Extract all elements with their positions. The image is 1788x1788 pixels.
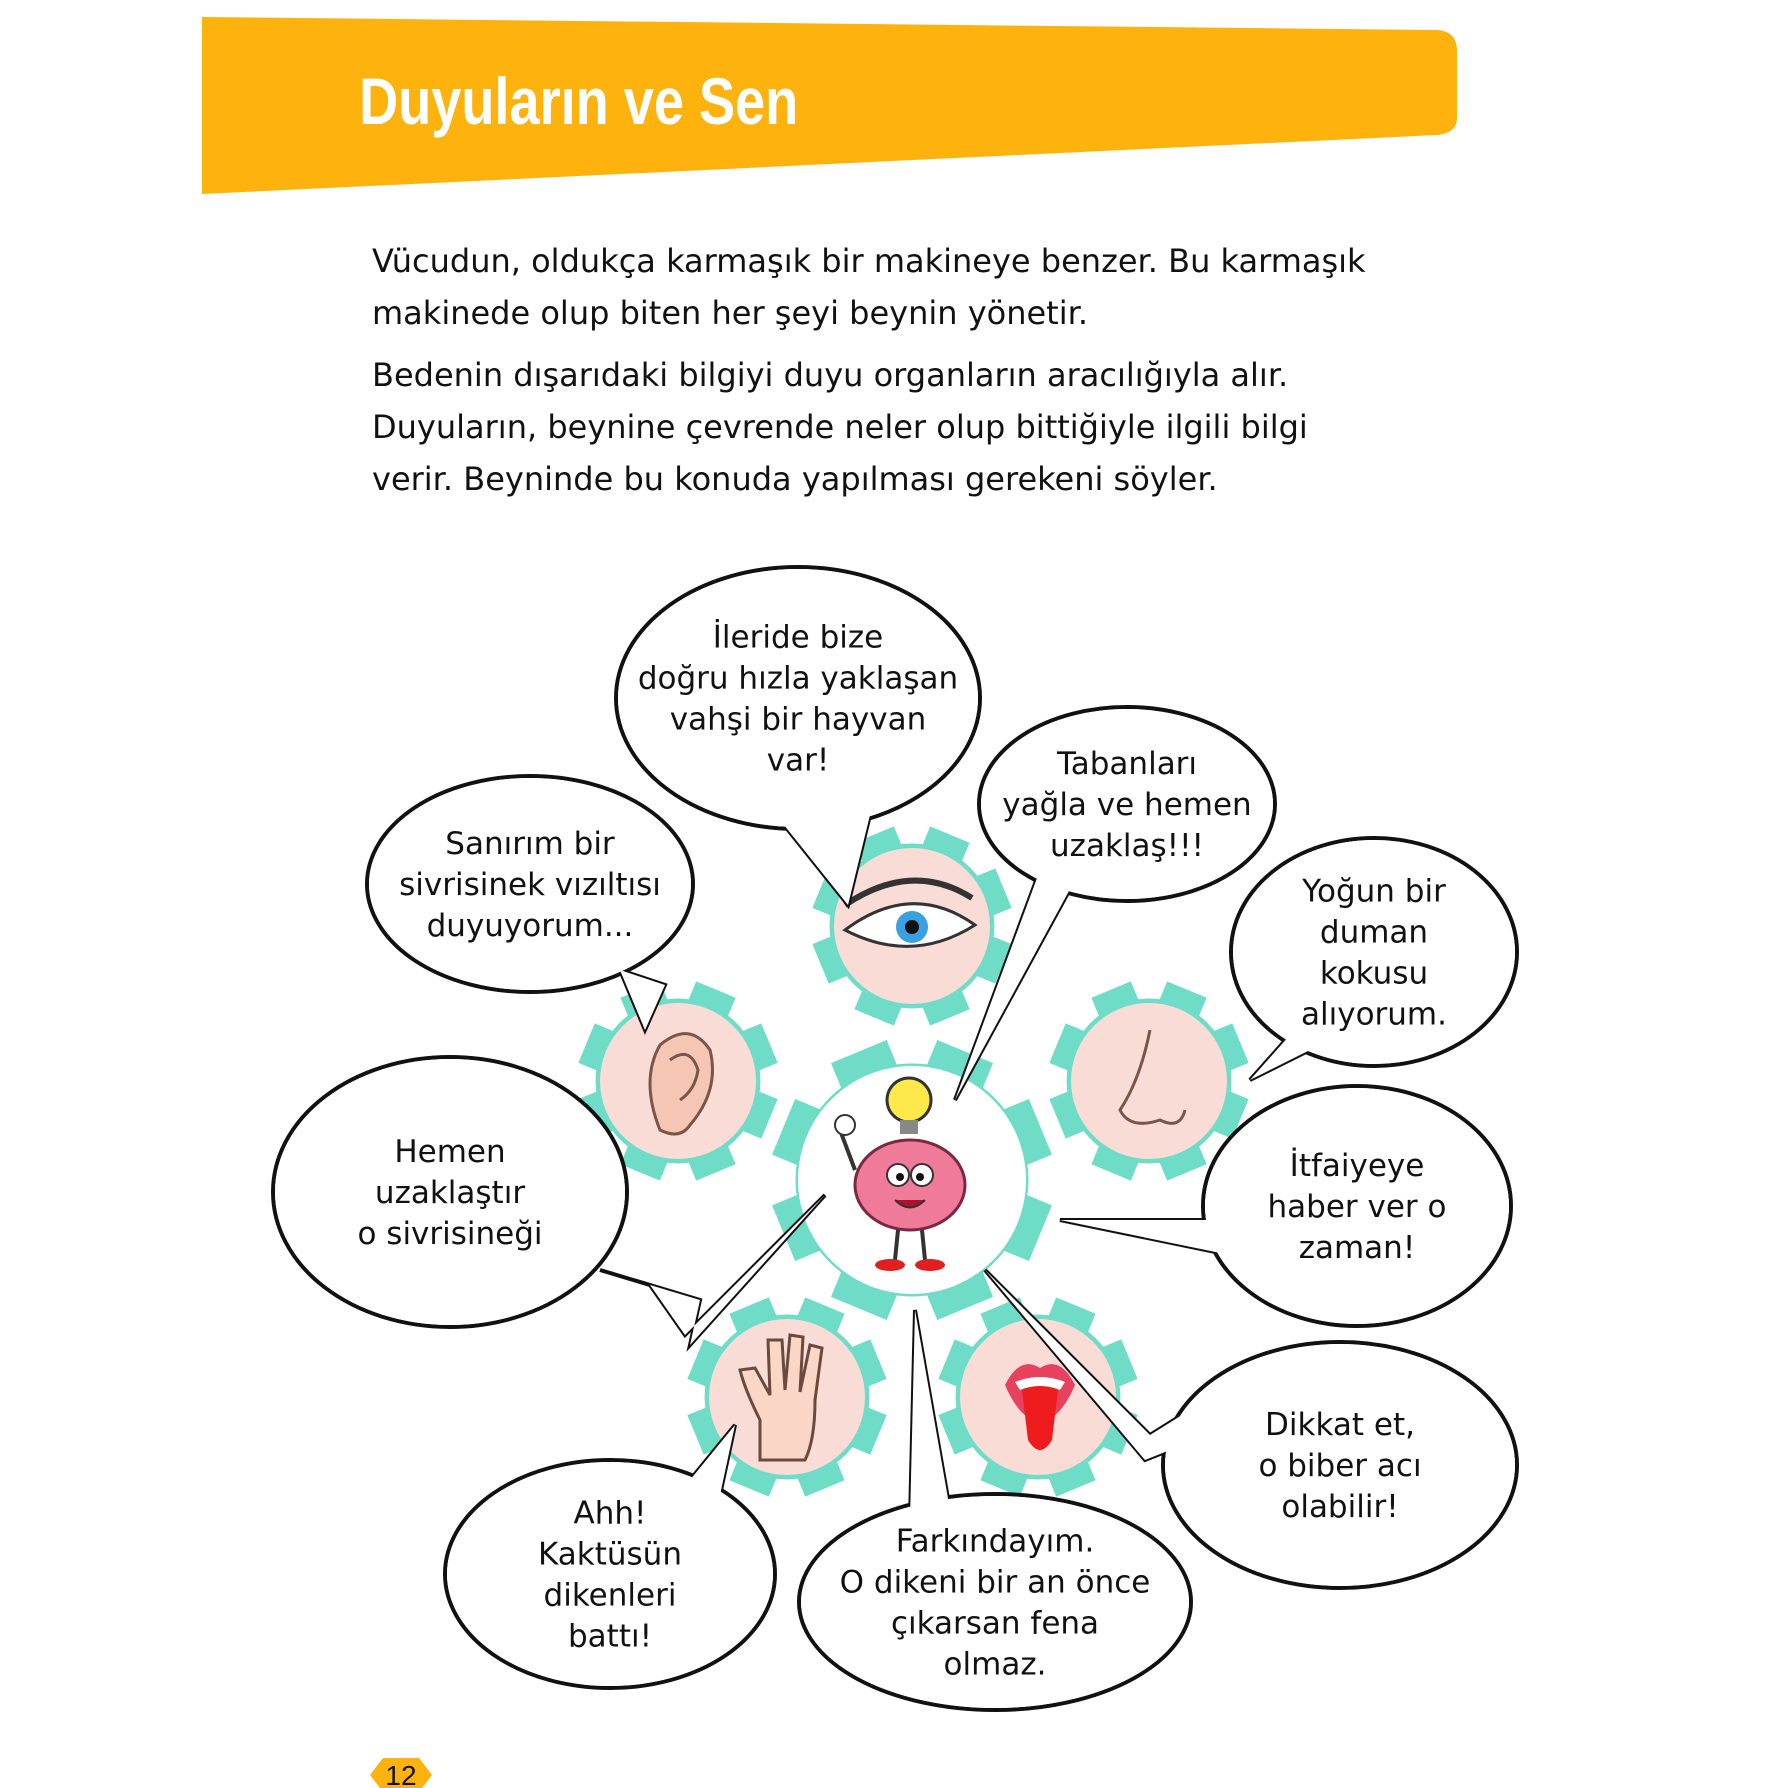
bubble-text: duman (1320, 915, 1428, 951)
bubble-text: var! (767, 743, 830, 779)
speech-bubble: Farkındayım. O dikeni bir an önce çıkarsan… (797, 1309, 1193, 1712)
speech-bubble: Yoğun bir duman kokusu alıyorum. (1229, 836, 1519, 1082)
bubble-tail-fill (910, 1310, 950, 1520)
page-number-badge: 12 (370, 1758, 432, 1788)
bubble-tail-fill (600, 1195, 825, 1345)
intro-line: Duyuların, beynine çevrende neler olup b… (372, 408, 1308, 446)
brain-icon (834, 1076, 967, 1271)
speech-bubble: İleride bize doğru hızla yaklaşan vahşi bi… (614, 565, 982, 910)
page-title: Duyuların ve Sen (359, 64, 798, 138)
speech-bubble: Hemen uzaklaştır o sivrisineği (271, 1055, 827, 1352)
bubble-text: olabilir! (1281, 1489, 1398, 1525)
bubble-tail-fill (955, 870, 1075, 1100)
speech-bubble: Sanırım bir sivrisinek vızıltısı duyuyorum… (365, 774, 695, 1036)
bubble-text: zaman! (1299, 1230, 1416, 1266)
intro-line: verir. Beyninde bu konuda yapılması gere… (372, 460, 1218, 498)
bubble-text: Farkındayım. (896, 1524, 1095, 1560)
bubble-text: vahşi bir hayvan (670, 702, 926, 738)
bubble-text: kokusu (1320, 956, 1428, 992)
bubble-text: Yoğun bir (1301, 874, 1446, 910)
bubble-text: duyuyorum... (427, 908, 634, 944)
bubble-text: o biber acı (1258, 1448, 1421, 1484)
intro-line: Vücudun, oldukça karmaşık bir makineye b… (372, 242, 1366, 280)
bubble-text: doğru hızla yaklaşan (638, 661, 958, 697)
bubble-text: o sivrisineği (357, 1216, 542, 1252)
ear-icon (648, 1032, 714, 1136)
bubble-text: çıkarsan fena (891, 1606, 1099, 1642)
bubble-text: İleride bize (713, 620, 883, 656)
intro-line: makinede olup biten her şeyi beynin yöne… (372, 294, 1088, 332)
bubble-text: Sanırım bir (445, 826, 615, 862)
intro-paragraph: Vücudun, oldukça karmaşık bir makineye b… (372, 242, 1366, 498)
bubble-text: yağla ve hemen (1002, 787, 1251, 823)
bubble-text: Ahh! (574, 1496, 647, 1532)
speech-bubble: Dikkat et, o biber acı olabilir! (983, 1268, 1519, 1590)
bubble-text: sivrisinek vızıltısı (399, 867, 661, 903)
hand-icon (738, 1333, 824, 1462)
lightbulb-icon (885, 1076, 933, 1124)
bubble-tail-fill (1250, 1035, 1310, 1080)
bubble-text: dikenleri (544, 1578, 677, 1614)
bubble-tail-fill (780, 815, 870, 905)
speech-bubble: Ahh! Kaktüsün dikenleri battı! (443, 1423, 777, 1690)
bubble-text: battı! (568, 1619, 652, 1655)
bubble-text: Tabanları (1056, 746, 1197, 782)
bubble-text: Kaktüsün (538, 1537, 682, 1573)
bubble-text: olmaz. (944, 1647, 1047, 1683)
eye-icon (842, 877, 978, 948)
mouth-icon (1005, 1364, 1075, 1450)
bubble-tail-fill (690, 1425, 735, 1495)
bubble-tail-fill (620, 970, 665, 1030)
bubble-tail-fill (1060, 1220, 1230, 1255)
nose-icon (1118, 1029, 1187, 1125)
bubble-text: İtfaiyeye (1290, 1148, 1425, 1184)
bubble-text: O dikeni bir an önce (840, 1565, 1151, 1601)
bubble-text: haber ver o (1268, 1189, 1447, 1225)
bubble-text: uzaklaş!!! (1050, 828, 1204, 864)
speech-bubble: İtfaiyeye haber ver o zaman! (1059, 1084, 1513, 1328)
speech-bubble: Tabanları yağla ve hemen uzaklaş!!! (953, 705, 1277, 1101)
title-banner (202, 17, 1457, 194)
bubble-text: Hemen (394, 1134, 505, 1170)
gear-nose (1049, 981, 1249, 1181)
page-number: 12 (385, 1760, 416, 1788)
bubble-text: alıyorum. (1301, 997, 1447, 1033)
bubble-text: uzaklaştır (375, 1175, 525, 1211)
bubble-text: Dikkat et, (1265, 1407, 1415, 1443)
speech-bubbles: İleride bize doğru hızla yaklaşan vahşi bi… (271, 565, 1519, 1712)
intro-line: Bedenin dışarıdaki bilgiyi duyu organlar… (372, 356, 1288, 394)
